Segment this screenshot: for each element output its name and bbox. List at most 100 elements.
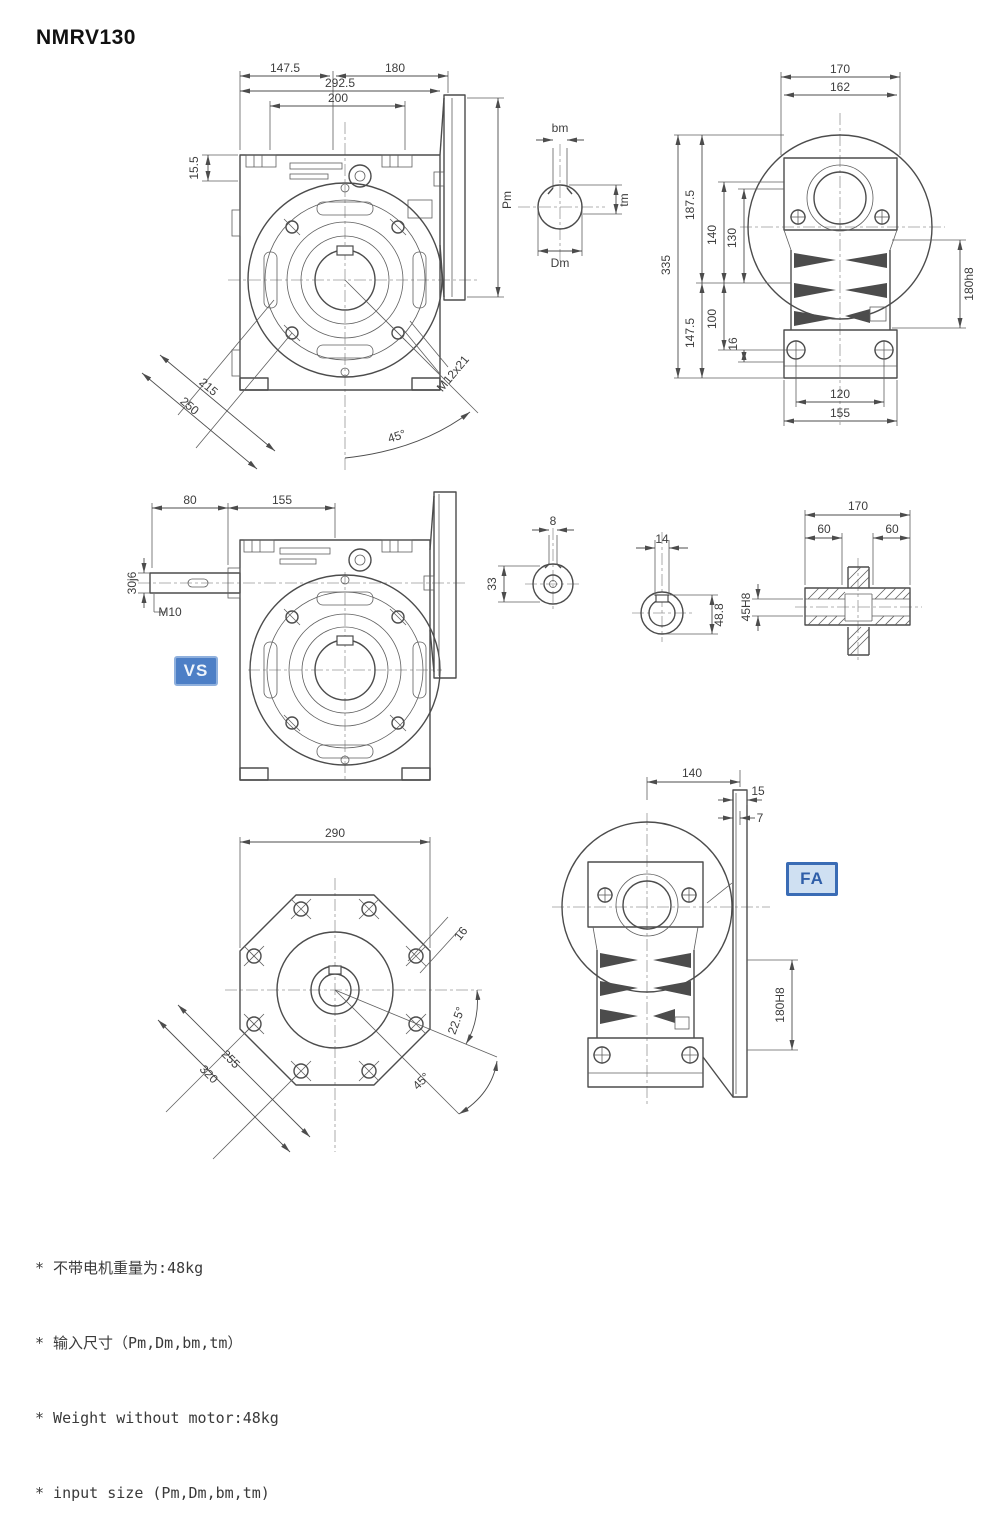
thread-label: M10 [158, 605, 182, 619]
front-dim-pm: Pm [467, 97, 514, 298]
dim-label: 15 [751, 784, 765, 798]
front-angle-45: 45° [344, 279, 479, 459]
dim-label: 215 [196, 375, 221, 399]
dim-label: 140 [682, 766, 702, 780]
dim-48-8: 48.8 [664, 594, 726, 635]
dim-label: 45H8 [739, 592, 753, 621]
dim-label: 7 [757, 811, 764, 825]
side-dim-170: 170 [780, 62, 901, 155]
dim-label: Pm [500, 191, 514, 209]
dim-label: 200 [328, 91, 348, 105]
dim-label: 147.5 [270, 61, 300, 75]
dim-label: 170 [830, 62, 850, 76]
side-outline [747, 134, 933, 379]
dim-dm: Dm [537, 209, 583, 270]
dim-label: bm [552, 121, 569, 135]
dim-tm: tm [569, 184, 631, 215]
dim-label: 60 [885, 522, 899, 536]
vs-dim-30j6: 30j6 [125, 558, 150, 608]
fa-badge: FA [786, 862, 838, 896]
note-line: * Weight without motor:48kg [35, 1409, 279, 1427]
vs-badge: VS [174, 656, 218, 686]
note-line: * 输入尺寸（Pm,Dm,bm,tm） [35, 1334, 243, 1352]
front-body [231, 154, 441, 391]
dim-label: 60 [817, 522, 831, 536]
dim-label: 48.8 [712, 603, 726, 627]
fa-view-drawing: 140 15 7 180H8 [552, 766, 798, 1107]
side-left-dims: 335 187.5 147.5 140 130 100 16 [659, 134, 791, 379]
dim-label: 155 [830, 406, 850, 420]
flange-angle-dims: 22.5° 45° [334, 989, 498, 1115]
dim-label: 255 [219, 1047, 243, 1071]
front-centerlines [228, 122, 478, 472]
output-flange-drawing: 290 16 22.5° 45° 255 320 [157, 826, 498, 1160]
dim-label: 180 [385, 61, 405, 75]
hollow-dim-45h8: 45H8 [739, 584, 803, 631]
front-view-drawing: 147.5 180 292.5 200 15.5 Pm 215 250 [141, 61, 514, 472]
fa-dim-15: 15 [718, 784, 765, 805]
vs-face [249, 574, 441, 766]
dim-label: 155 [272, 493, 292, 507]
flange-hole-callout-16: 16 [407, 916, 471, 974]
dim-label: 170 [848, 499, 868, 513]
fa-dim-180h8: 180H8 [747, 959, 798, 1051]
dim-label: 187.5 [683, 190, 697, 220]
flange-diagonal-dims: 255 320 [157, 1004, 311, 1160]
dim-label: 180h8 [962, 267, 976, 301]
dim-label: 320 [197, 1062, 221, 1086]
front-face [247, 182, 443, 378]
hollow-shaft-drawing: 170 60 60 45H8 [739, 499, 922, 662]
dim-label: Dm [551, 256, 570, 270]
hollow-hatching [807, 566, 911, 656]
dim-label: tm [617, 193, 631, 206]
dim-label: 120 [830, 387, 850, 401]
side-dim-155: 155 [783, 380, 898, 426]
dim-label: 100 [705, 309, 719, 329]
fa-outline [561, 821, 733, 1088]
dim-label: 180H8 [773, 987, 787, 1023]
worm-shaft-section-drawing: 8 33 [485, 514, 581, 612]
front-dim-292-5: 292.5 [240, 76, 440, 94]
vs-thread-callout: M10 [153, 594, 182, 619]
dim-label: 8 [550, 514, 557, 528]
footnotes: * 不带电机重量为:48kg * 输入尺寸（Pm,Dm,bm,tm） * Wei… [35, 1206, 279, 1531]
vs-view-drawing: 80 155 30j6 M10 [125, 491, 465, 782]
hollow-dim-170: 170 [804, 499, 911, 585]
dim-label: 14 [655, 532, 669, 546]
dim-label: 80 [183, 493, 197, 507]
angle-label: 45° [410, 1070, 433, 1093]
angle-label: 22.5° [445, 1005, 468, 1036]
input-shaft-section-drawing: bm tm Dm [518, 121, 631, 270]
page-title: NMRV130 [36, 26, 136, 49]
vs-body [239, 539, 431, 781]
side-dim-180h8: 180h8 [892, 239, 976, 329]
output-shaft-section-drawing: 14 48.8 [632, 532, 726, 642]
hollow-dim-60-left: 60 [805, 522, 843, 585]
note-line: * input size (Pm,Dm,bm,tm) [35, 1484, 270, 1502]
hollow-dim-60-right: 60 [872, 522, 910, 585]
dim-label: 16 [451, 924, 470, 943]
dim-label: 292.5 [325, 76, 355, 90]
flange-outline [239, 894, 431, 1086]
dim-label: 33 [485, 577, 499, 591]
front-diagonal-dims: 215 250 [141, 299, 293, 470]
dim-label: 30j6 [125, 571, 139, 594]
flange-dim-290: 290 [239, 826, 431, 948]
fa-dim-140: 140 [646, 766, 741, 800]
front-dim-147-5: 147.5 [239, 61, 334, 150]
angle-label: 45° [386, 427, 408, 446]
fa-flange-plate [702, 789, 748, 1098]
note-line: * 不带电机重量为:48kg [35, 1259, 204, 1277]
dim-label: 335 [659, 255, 673, 275]
dim-label: 162 [830, 80, 850, 94]
front-dim-200: 200 [269, 91, 406, 150]
shaft-section-outline [537, 148, 583, 230]
vs-dim-155: 155 [228, 493, 336, 538]
worm-section-outline [532, 535, 574, 605]
dim-label: 290 [325, 826, 345, 840]
front-motor-bell [433, 94, 466, 301]
dim-label: 140 [705, 225, 719, 245]
vs-dim-80: 80 [151, 493, 229, 568]
side-view-drawing: 170 162 335 187.5 147.5 140 130 100 16 1… [659, 62, 976, 427]
dim-label: 130 [725, 228, 739, 248]
